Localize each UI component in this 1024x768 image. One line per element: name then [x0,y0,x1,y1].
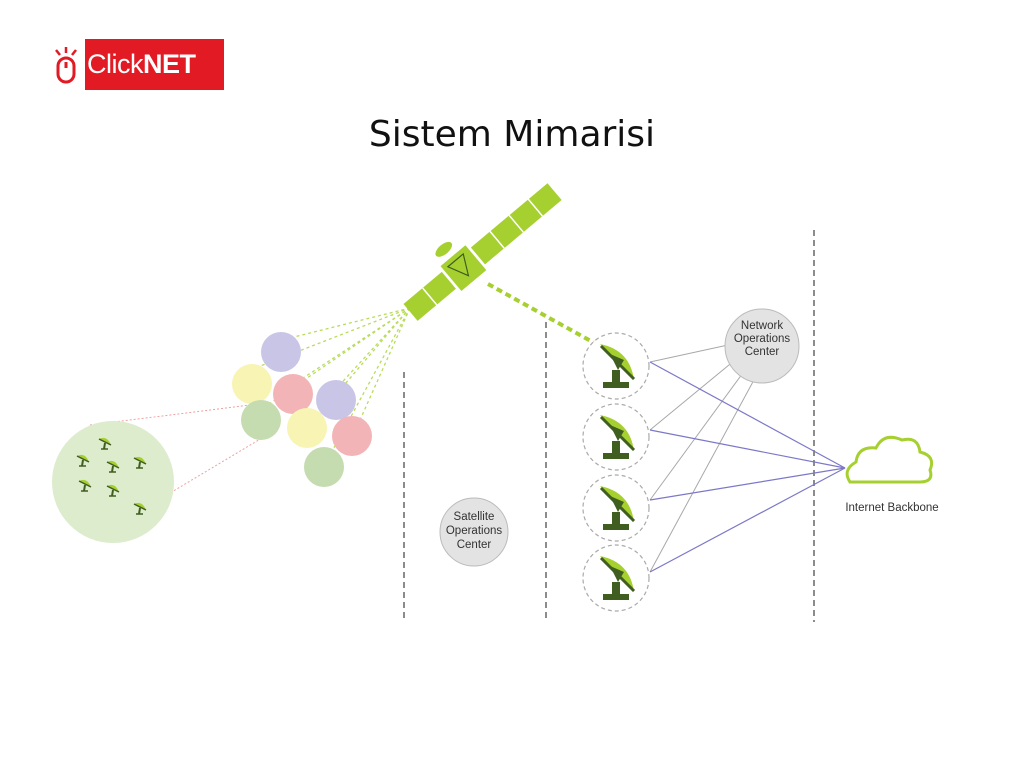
beam-circle [241,400,281,440]
user-terminal-cluster [52,421,174,543]
satellite-icon [403,183,562,321]
beam-circle [304,447,344,487]
logo-prefix: Click [87,49,144,79]
beam-coverage [232,332,372,487]
network-operations-center: Network Operations Center [724,308,800,384]
ground-station-dish-icon [581,331,651,401]
beam-circle [273,374,313,414]
network-ops-links [649,344,756,573]
internet-backbone-label: Internet Backbone [845,502,938,514]
noc-label-3: Center [745,346,780,358]
soc-label-3: Center [457,539,492,551]
beam-circle [316,380,356,420]
mouse-icon [47,39,85,90]
logo-suffix: NET [143,49,196,79]
soc-label-1: Satellite [454,511,495,523]
internet-links [649,361,846,573]
cloud-icon [845,435,934,484]
ground-station-dish-icon [581,473,651,543]
beam-circle [232,364,272,404]
clicknet-logo: ClickNET [47,39,224,90]
satellite-downlink [487,282,599,347]
ground-station-dish-icon [581,402,651,472]
beam-circle [332,416,372,456]
logo-text: ClickNET [85,49,196,80]
soc-label-2: Operations [446,525,503,537]
noc-label-2: Operations [734,333,791,345]
beam-circle [261,332,301,372]
satellite-operations-center: Satellite Operations Center [439,497,509,567]
section-dividers [403,230,815,622]
beam-circle [287,408,327,448]
page-title: Sistem Mimarisi [368,114,656,155]
ground-station-dish-icon [581,543,651,613]
noc-label-1: Network [741,320,783,332]
